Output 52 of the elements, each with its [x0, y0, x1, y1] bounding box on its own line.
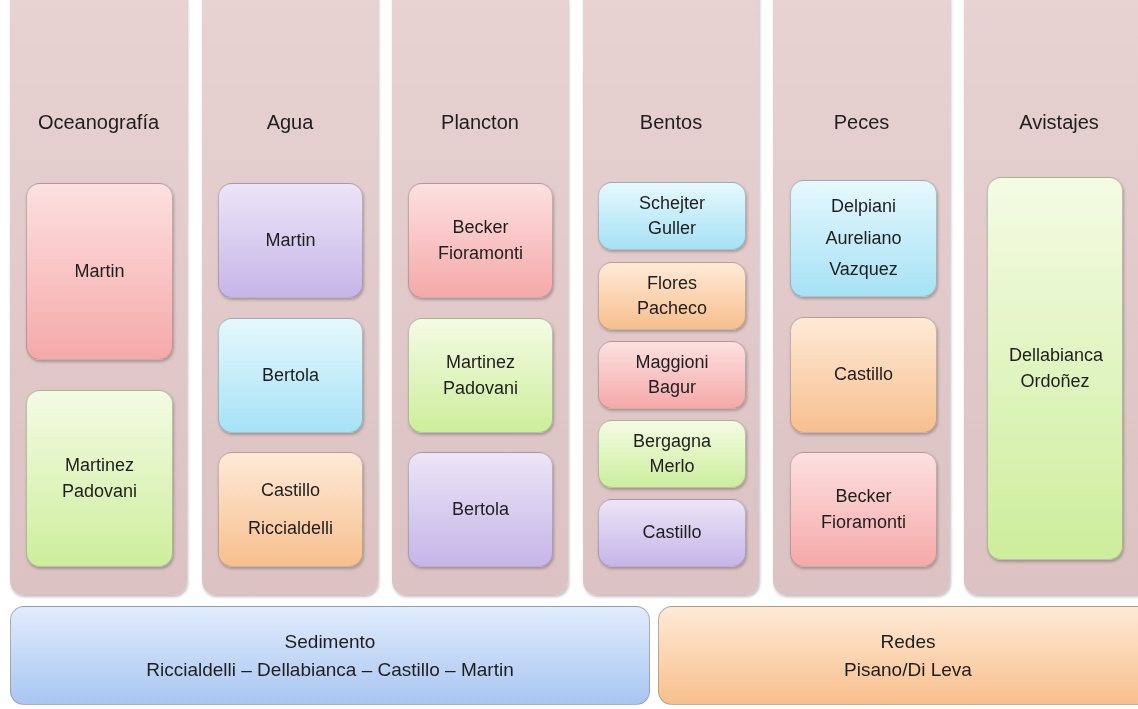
names-text: Castillo — [641, 521, 703, 545]
category-column — [10, 0, 187, 595]
name-card — [26, 390, 173, 567]
column-heading: Bentos — [638, 111, 704, 134]
column-heading: Peces — [832, 111, 891, 134]
category-band — [658, 606, 1138, 705]
name-card — [598, 262, 746, 330]
name-card — [408, 318, 553, 433]
name-card — [218, 452, 363, 567]
names-text: Becker Fioramonti — [437, 216, 524, 265]
name-card — [790, 317, 937, 433]
name-card — [598, 499, 746, 567]
name-card — [598, 182, 746, 250]
band-heading: Redes — [880, 629, 936, 654]
names-text: Pisano/Di Leva — [844, 657, 972, 682]
names-text: Martin — [73, 259, 126, 283]
names-text: Maggioni Bagur — [634, 350, 710, 399]
category-column — [583, 0, 759, 595]
name-card — [408, 183, 553, 298]
column-heading: Agua — [265, 111, 315, 134]
names-text: Martin — [264, 228, 317, 252]
category-column — [202, 0, 378, 595]
name-card — [218, 318, 363, 433]
column-heading: Avistajes — [1018, 111, 1100, 134]
name-card — [598, 341, 746, 409]
name-card — [598, 420, 746, 488]
name-card — [987, 177, 1123, 560]
names-text: Bertola — [450, 497, 510, 521]
name-card — [218, 183, 363, 298]
names-text: Becker Fioramonti — [820, 485, 907, 534]
names-text: Schejter Guller — [637, 191, 706, 240]
band-heading: Sedimento — [284, 629, 376, 654]
category-band — [10, 606, 650, 705]
names-text: Castillo Riccialdelli — [247, 478, 334, 540]
names-text: Dellabianca Ordoñez — [1008, 344, 1105, 393]
names-text: Riccialdelli – Dellabianca – Castillo – Martin — [146, 657, 514, 682]
names-text: Castillo — [833, 363, 894, 387]
names-text: Martinez Padovani — [441, 351, 520, 400]
name-card — [790, 180, 937, 297]
name-card — [408, 452, 553, 567]
names-text: Martinez Padovani — [60, 454, 139, 503]
name-card — [26, 183, 173, 360]
names-text: Flores Pacheco — [635, 271, 709, 320]
category-column — [773, 0, 950, 595]
names-text: Bertola — [260, 363, 320, 387]
column-heading: Oceanografía — [36, 111, 161, 134]
names-text: Bergagna Merlo — [631, 429, 713, 478]
name-card — [790, 452, 937, 567]
category-column — [392, 0, 568, 595]
names-text: Delpiani Aureliano Vazquez — [824, 195, 903, 282]
category-column — [964, 0, 1138, 595]
column-heading: Plancton — [440, 111, 520, 134]
